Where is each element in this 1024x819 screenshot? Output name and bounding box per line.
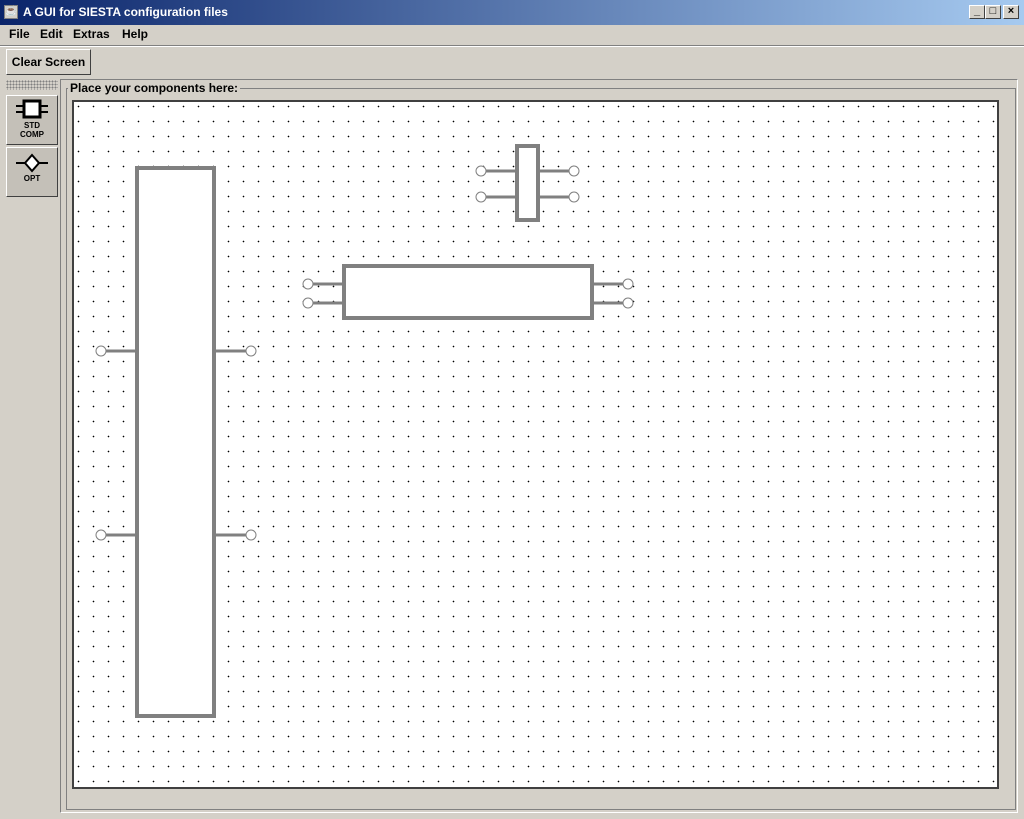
component-body[interactable]	[135, 166, 216, 718]
clear-screen-button[interactable]: Clear Screen	[6, 49, 91, 75]
std-comp-label-2: COMP	[20, 130, 44, 139]
window-title: A GUI for SIESTA configuration files	[23, 5, 228, 19]
port-connector[interactable]	[568, 165, 580, 177]
port-connector[interactable]	[95, 529, 107, 541]
opt-diamond-icon	[16, 153, 48, 173]
port-connector[interactable]	[302, 297, 314, 309]
close-button[interactable]: ×	[1003, 5, 1019, 19]
std-comp-label-1: STD	[24, 121, 40, 130]
std-comp-button[interactable]: STD COMP	[6, 95, 58, 145]
menu-extras[interactable]: Extras	[73, 27, 110, 41]
port-connector[interactable]	[475, 165, 487, 177]
minimize-button[interactable]: _	[969, 5, 985, 19]
port-connector[interactable]	[475, 191, 487, 203]
std-component[interactable]	[95, 166, 257, 718]
opt-label: OPT	[23, 174, 41, 183]
menu-edit[interactable]: Edit	[40, 27, 63, 41]
palette-drag-handle[interactable]	[6, 80, 58, 90]
menu-file[interactable]: File	[9, 27, 30, 41]
workspace-group	[66, 88, 1016, 810]
window-titlebar[interactable]: ☕ A GUI for SIESTA configuration files _…	[0, 0, 1024, 25]
port-connector[interactable]	[95, 345, 107, 357]
java-icon: ☕	[4, 5, 18, 19]
port-connector[interactable]	[568, 191, 580, 203]
component-body[interactable]	[342, 264, 594, 320]
port-connector[interactable]	[245, 345, 257, 357]
port-connector[interactable]	[622, 297, 634, 309]
maximize-button[interactable]: □	[985, 5, 1001, 19]
menu-help[interactable]: Help	[122, 27, 149, 41]
workspace-title: Place your components here:	[68, 81, 241, 95]
port-connector[interactable]	[302, 278, 314, 290]
component-body[interactable]	[515, 144, 540, 222]
port-connector[interactable]	[622, 278, 634, 290]
std-component[interactable]	[302, 264, 634, 320]
std-component-icon	[16, 99, 48, 119]
component-palette: STD COMP OPT	[6, 80, 58, 198]
std-component[interactable]	[475, 144, 580, 222]
port-connector[interactable]	[245, 529, 257, 541]
workspace-frame	[60, 79, 1018, 813]
menu-separator	[0, 45, 1024, 47]
opt-button[interactable]: OPT	[6, 147, 58, 197]
menu-bar: File Edit Extras Help	[0, 25, 1024, 45]
